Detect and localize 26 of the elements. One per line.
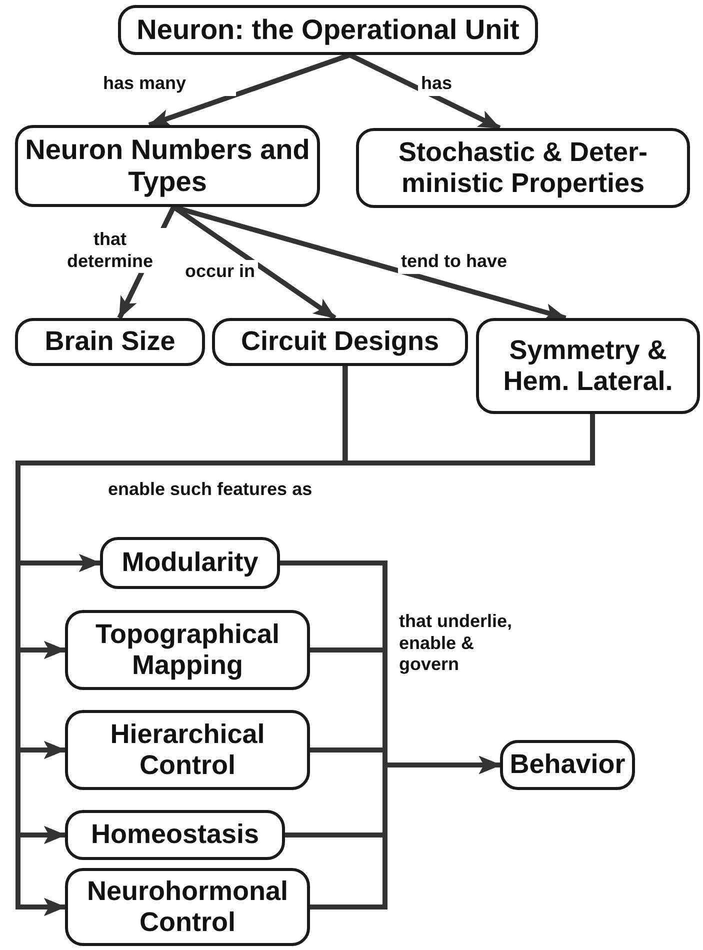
rounded-box [356, 128, 690, 208]
rounded-box [118, 5, 538, 55]
node-text: Modularity [122, 547, 258, 579]
rounded-box [100, 537, 280, 589]
rounded-box [212, 318, 468, 366]
node-text: Circuit Designs [240, 326, 440, 358]
node-text: Neuron Numbers and Types [24, 134, 311, 198]
node-text: Neuron: the Operational Unit [136, 14, 520, 46]
node-text: Brain Size [44, 326, 176, 358]
rounded-box [65, 810, 285, 860]
rounded-box [15, 125, 320, 207]
node-text: Behavior [510, 749, 626, 781]
rounded-box [15, 318, 205, 366]
rounded-box [65, 868, 310, 946]
node-text: Topographical Mapping [94, 618, 280, 682]
node-text: Symmetry & Hem. Lateral. [502, 334, 674, 398]
rounded-box [476, 318, 700, 414]
rounded-box [65, 710, 310, 790]
arrow [148, 52, 351, 128]
rounded-box [500, 740, 635, 790]
node-text: Hierarchical Control [109, 718, 266, 782]
node-text: Neurohormonal Control [86, 876, 289, 938]
node-text: Homeostasis [90, 819, 260, 851]
node-text: Stochastic & Deter- ministic Properties [397, 136, 649, 200]
rounded-box [65, 610, 310, 690]
arrow [348, 52, 501, 130]
